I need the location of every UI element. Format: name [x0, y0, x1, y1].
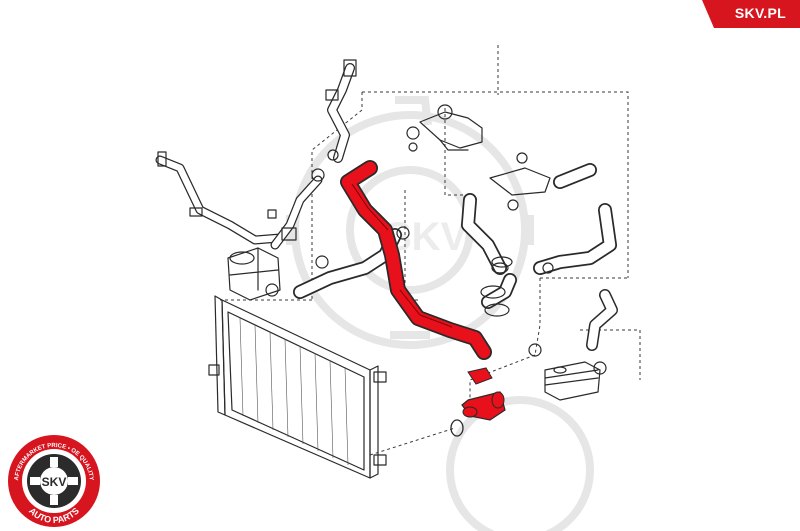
upper-left-pipe — [155, 151, 285, 245]
middle-pipe — [270, 168, 325, 250]
flange-with-o-ring-red — [450, 367, 506, 437]
right-hose-group-upper — [461, 152, 617, 275]
upper-thin-hose — [325, 59, 357, 163]
brand-tab-shape — [702, 0, 800, 28]
radiator — [208, 295, 387, 479]
right-hose-group-lower — [481, 273, 618, 375]
expansion-tank — [227, 247, 281, 301]
skv-auto-parts-logo: SKV AFTERMARKET PRICE • OE QUALITY AUTO … — [8, 435, 100, 527]
assembly-leader-lines — [220, 45, 641, 456]
brand-site-label: SKV.PL — [734, 5, 786, 21]
coolant-hose-red — [340, 160, 492, 360]
gear-watermark-bottom — [446, 396, 594, 531]
thermostat-housing — [406, 104, 483, 152]
oil-cooler — [544, 361, 601, 401]
brand-tab[interactable]: SKV.PL — [688, 0, 800, 28]
hose-clamps — [480, 256, 513, 317]
logo-center-text: SKV — [42, 475, 67, 489]
